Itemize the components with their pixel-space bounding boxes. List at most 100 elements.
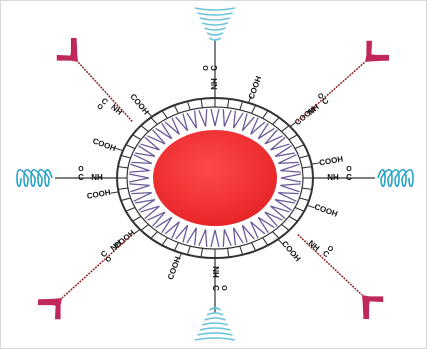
shell-tick xyxy=(133,135,141,140)
chain-segment xyxy=(242,114,254,131)
shell-tick xyxy=(273,232,280,239)
chain-segment xyxy=(176,225,188,242)
peptide-layer xyxy=(205,318,226,320)
carbonyl-label: C xyxy=(210,65,219,71)
shell-tick xyxy=(252,105,256,113)
shell-tick xyxy=(263,111,268,119)
chain-segment xyxy=(278,193,298,202)
chain-segment xyxy=(129,164,149,172)
chain-segment xyxy=(223,229,231,246)
shell-tick xyxy=(289,135,297,140)
peptide-layer xyxy=(200,328,230,330)
shell-tick xyxy=(141,126,149,132)
chain-segment xyxy=(187,111,196,128)
peptide-layer xyxy=(195,338,235,340)
chain-segment xyxy=(281,174,301,182)
chain-segment xyxy=(271,137,290,150)
amide-group: NHCO xyxy=(95,96,124,117)
coil-path xyxy=(17,170,52,187)
shell-tick xyxy=(240,101,243,110)
chain-segment xyxy=(129,184,149,192)
chain-segment xyxy=(211,109,219,126)
chain-segment xyxy=(176,114,188,131)
amide-label: NH xyxy=(210,78,219,90)
antibody-shape xyxy=(53,35,90,72)
shell-tick xyxy=(151,232,158,239)
oxygen-label: O xyxy=(220,285,227,291)
amide-label: NH xyxy=(327,173,339,182)
shell-tick xyxy=(126,145,135,149)
shell-tick xyxy=(282,126,290,132)
oxygen-label: O xyxy=(78,166,84,173)
shell-tick xyxy=(252,243,256,251)
chain-segment xyxy=(211,230,219,247)
chain-segment xyxy=(280,164,300,172)
antibody-icon xyxy=(355,37,392,74)
coil-path xyxy=(378,170,413,187)
amide-label: NH xyxy=(109,103,124,117)
shell-tick xyxy=(201,248,202,257)
peptide-layer xyxy=(207,313,223,315)
shell-tick xyxy=(302,188,312,189)
shell-tick xyxy=(302,167,312,168)
shell-tick xyxy=(289,216,297,221)
cooh-label: COOH xyxy=(313,202,339,219)
shell-tick xyxy=(187,246,190,255)
cooh-label: COOH xyxy=(128,92,150,116)
carbonyl-label: C xyxy=(78,173,84,182)
shell-tick xyxy=(174,243,178,251)
shell-tick xyxy=(121,155,131,158)
peptide-layer xyxy=(209,38,220,40)
chain-segment xyxy=(234,111,243,128)
shell-tick xyxy=(299,155,309,158)
linker-chain xyxy=(78,62,132,121)
shell-tick xyxy=(141,224,149,230)
shell-tick xyxy=(151,118,158,125)
shell-tick xyxy=(174,105,178,113)
antibody-icon xyxy=(35,287,72,324)
shell-tick xyxy=(162,111,167,119)
shell-tick xyxy=(240,246,243,255)
nanoparticle-core xyxy=(153,130,277,226)
peptide-layer xyxy=(197,333,232,335)
shell-tick xyxy=(162,238,167,246)
cooh-label: COOH xyxy=(91,136,117,153)
peptide-layer xyxy=(200,18,230,20)
peptide-layer xyxy=(197,13,232,15)
antibody-shape xyxy=(351,285,388,322)
amide-label: NH xyxy=(91,173,103,182)
stacked-peptide-icon xyxy=(195,308,235,340)
chain-segment xyxy=(223,109,231,126)
shell-tick xyxy=(118,188,128,189)
shell-tick xyxy=(273,118,280,125)
chain-segment xyxy=(242,225,254,242)
peptide-layer xyxy=(207,33,223,35)
shell-tick xyxy=(201,99,202,108)
carbonyl-label: C xyxy=(346,173,352,182)
antibody-icon xyxy=(53,35,90,72)
shell-tick xyxy=(126,207,135,211)
peptide-layer xyxy=(205,28,226,30)
shell-tick xyxy=(295,207,304,211)
shell-tick xyxy=(133,216,141,221)
shell-tick xyxy=(121,198,131,201)
cooh-label: COOH xyxy=(247,75,264,101)
stacked-peptide-icon xyxy=(195,8,235,40)
peptide-layer xyxy=(195,8,235,10)
carbonyl-label: C xyxy=(211,285,220,291)
cooh-bond xyxy=(312,163,320,164)
shell-tick xyxy=(282,224,290,230)
cooh-label: COOH xyxy=(86,188,111,201)
shell-tick xyxy=(118,167,128,168)
cooh-bond xyxy=(111,192,119,193)
chain-segment xyxy=(187,228,196,245)
chain-segment xyxy=(199,109,207,126)
shell-tick xyxy=(187,101,190,110)
shell-tick xyxy=(263,238,268,246)
chain-segment xyxy=(129,174,149,182)
chain-segment xyxy=(199,229,207,246)
oxygen-label: O xyxy=(203,65,210,71)
chain-segment xyxy=(280,184,300,192)
shell-tick xyxy=(299,198,309,201)
cooh-label: COOH xyxy=(280,239,302,263)
